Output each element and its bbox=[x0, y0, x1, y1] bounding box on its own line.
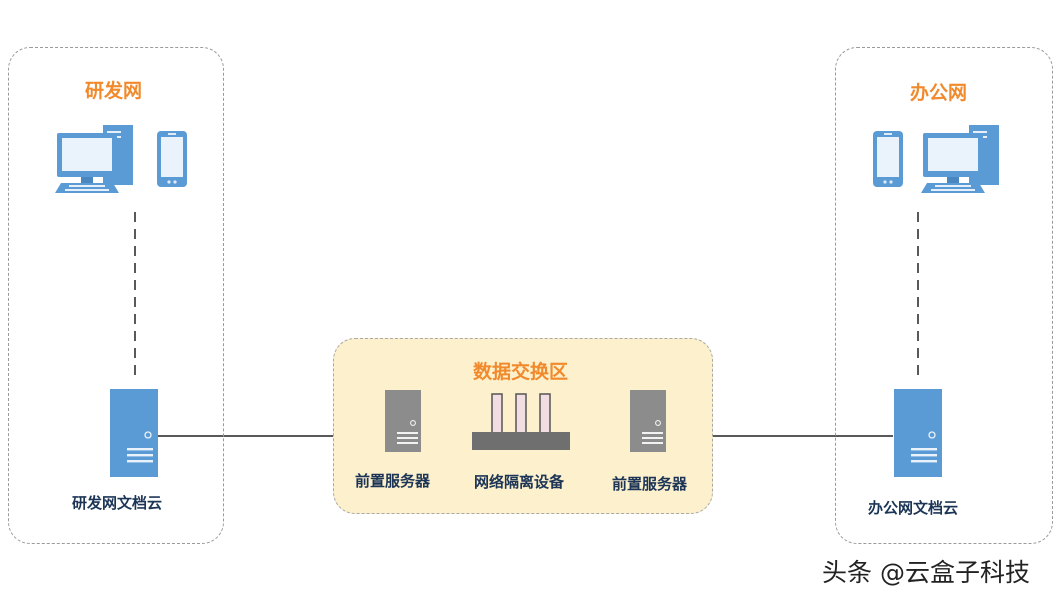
mobile-phone-icon bbox=[873, 131, 903, 187]
watermark-text: 头条 @云盒子科技 bbox=[822, 558, 1030, 587]
front-server-right-label: 前置服务器 bbox=[612, 475, 688, 493]
data-exchange-title: 数据交换区 bbox=[473, 361, 569, 383]
server-icon bbox=[630, 390, 666, 452]
front-server-left-label: 前置服务器 bbox=[355, 472, 431, 490]
network-isolation-device-icon bbox=[472, 393, 570, 450]
server-icon bbox=[894, 389, 942, 477]
server-icon bbox=[385, 390, 421, 452]
rd-network-zone bbox=[8, 47, 224, 544]
server-icon bbox=[110, 389, 158, 477]
rd-doc-cloud-label: 研发网文档云 bbox=[72, 494, 163, 512]
desktop-computer-icon bbox=[921, 125, 999, 193]
desktop-computer-icon bbox=[55, 125, 133, 193]
rd-network-title: 研发网 bbox=[85, 80, 143, 102]
office-network-title: 办公网 bbox=[910, 82, 968, 104]
isolation-device-label: 网络隔离设备 bbox=[474, 473, 565, 491]
office-network-zone bbox=[835, 47, 1053, 544]
office-doc-cloud-label: 办公网文档云 bbox=[868, 499, 959, 517]
mobile-phone-icon bbox=[157, 131, 187, 187]
